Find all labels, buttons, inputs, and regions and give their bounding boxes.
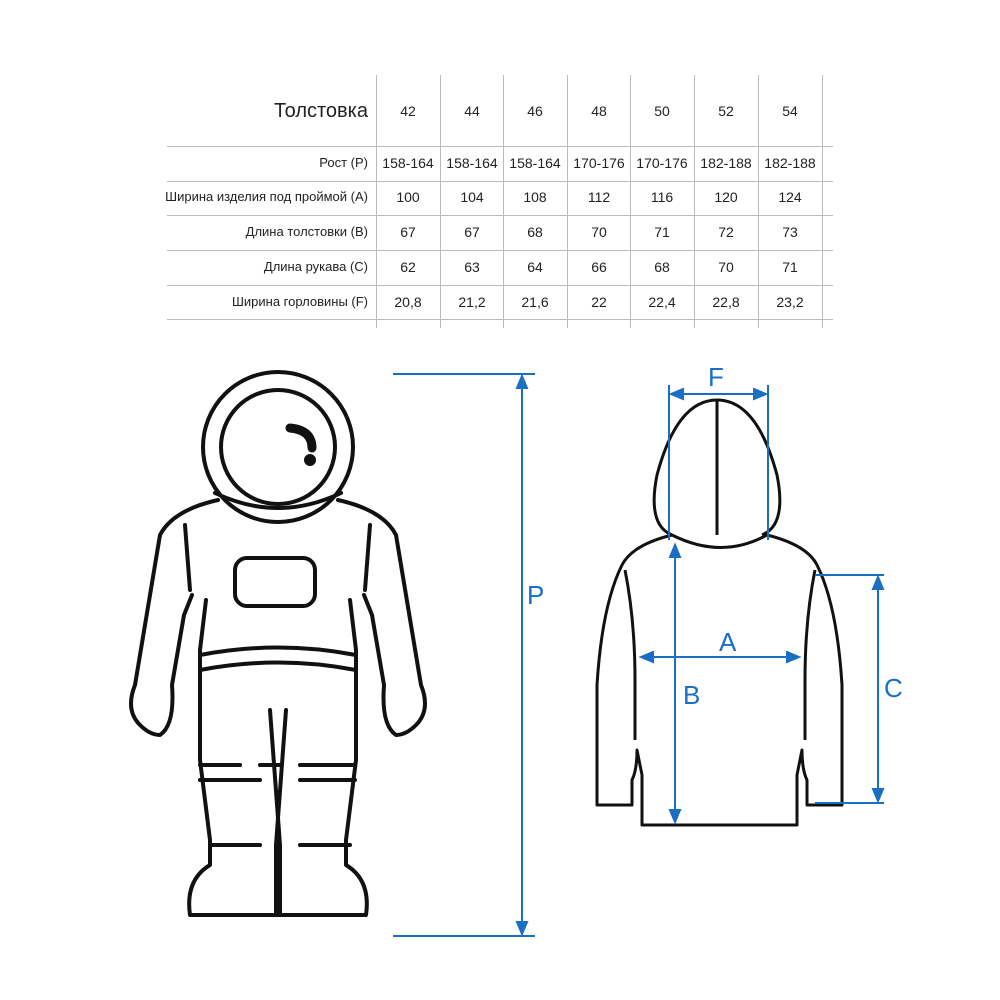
table-cell: 68: [654, 259, 670, 275]
size-header: 42: [400, 103, 416, 119]
table-cell: 23,2: [776, 294, 804, 310]
table-cell: 67: [464, 224, 480, 240]
table-cell: 22: [591, 294, 607, 310]
label-c: C: [884, 673, 903, 703]
table-column-divider: [376, 75, 377, 328]
table-cell: 158-164: [509, 155, 561, 171]
table-cell: 62: [400, 259, 416, 275]
table-cell: 108: [523, 189, 547, 205]
measurement-arrows: [393, 373, 885, 937]
table-cell: 124: [778, 189, 802, 205]
label-b: B: [683, 680, 701, 710]
size-header: 54: [782, 103, 798, 119]
table-cell: 116: [650, 189, 674, 205]
table-cell: 104: [460, 189, 484, 205]
table-cell: 70: [718, 259, 734, 275]
size-header: 46: [527, 103, 543, 119]
table-row-divider: [167, 285, 833, 286]
table-cell: 170-176: [636, 155, 688, 171]
row-label: Длина рукава (C): [263, 259, 368, 274]
table-cell: 100: [396, 189, 420, 205]
table-row-divider: [167, 215, 833, 216]
table-cell: 120: [714, 189, 738, 205]
table-cell: 21,6: [521, 294, 549, 310]
size-header: 44: [464, 103, 480, 119]
table-row-divider: [167, 319, 833, 320]
row-label: Рост (P): [319, 155, 368, 170]
table-cell: 112: [587, 189, 611, 205]
table-cell: 71: [654, 224, 670, 240]
table-column-divider: [758, 75, 759, 328]
astronaut-figure: [129, 370, 427, 917]
table-cell: 71: [782, 259, 798, 275]
table-cell: 158-164: [382, 155, 434, 171]
size-header: 50: [654, 103, 670, 119]
table-title: Толстовка: [273, 100, 368, 122]
table-cell: 64: [527, 259, 543, 275]
label-p: P: [527, 580, 545, 610]
table-cell: 158-164: [446, 155, 498, 171]
row-label: Длина толстовки (B): [245, 224, 368, 239]
row-label: Ширина изделия под проймой (A): [165, 189, 368, 204]
hoodie-figure: [595, 398, 844, 827]
size-header: 52: [718, 103, 734, 119]
table-column-divider: [440, 75, 441, 328]
table-cell: 67: [400, 224, 416, 240]
table-row-divider: [167, 181, 833, 182]
table-cell: 22,8: [712, 294, 740, 310]
table-row-divider: [167, 250, 833, 251]
table-column-divider: [822, 75, 823, 328]
label-f: F: [708, 362, 724, 392]
table-cell: 63: [464, 259, 480, 275]
table-column-divider: [694, 75, 695, 328]
table-row-divider: [167, 146, 833, 147]
table-cell: 182-188: [700, 155, 752, 171]
row-label: Ширина горловины (F): [231, 294, 368, 309]
table-column-divider: [567, 75, 568, 328]
table-cell: 170-176: [573, 155, 625, 171]
table-cell: 66: [591, 259, 607, 275]
table-cell: 68: [527, 224, 543, 240]
label-a: A: [719, 627, 737, 657]
table-cell: 21,2: [458, 294, 486, 310]
table-cell: 70: [591, 224, 607, 240]
table-cell: 73: [782, 224, 798, 240]
size-header: 48: [591, 103, 607, 119]
table-cell: 20,8: [394, 294, 422, 310]
table-column-divider: [630, 75, 631, 328]
table-column-divider: [503, 75, 504, 328]
table-cell: 182-188: [764, 155, 816, 171]
table-cell: 72: [718, 224, 734, 240]
table-cell: 22,4: [648, 294, 676, 310]
